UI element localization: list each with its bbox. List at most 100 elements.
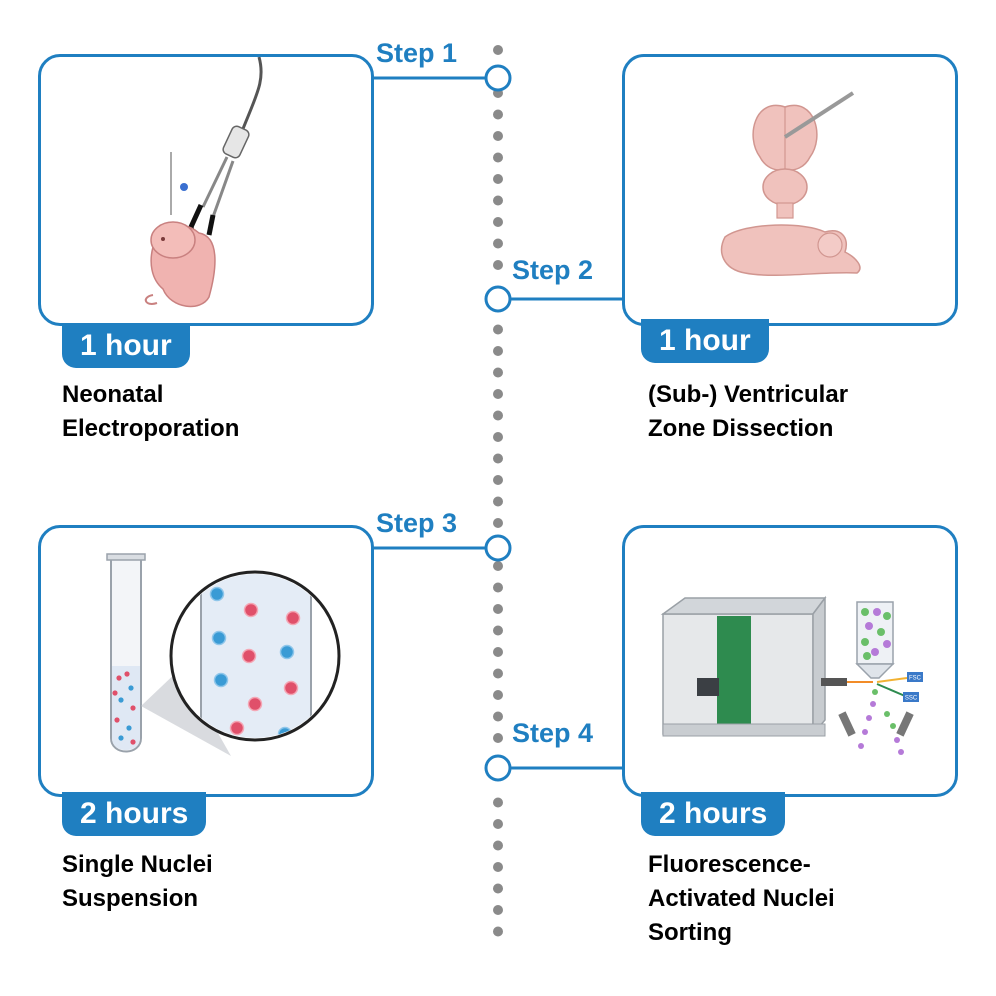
sample-nucleus	[865, 622, 873, 630]
magnified-nucleus	[247, 696, 263, 712]
droplet	[858, 743, 864, 749]
droplet	[870, 701, 876, 707]
cerebellum-sagittal	[817, 232, 843, 258]
sample-nucleus	[861, 608, 869, 616]
timeline-dot	[493, 561, 503, 571]
nucleus-dot	[130, 739, 136, 745]
droplet	[894, 737, 900, 743]
step-4-node	[484, 754, 512, 782]
step-4-caption-line-1: Fluorescence-	[648, 851, 811, 878]
sorter-top	[660, 597, 827, 615]
sample-nucleus	[871, 648, 879, 656]
knob-icon	[180, 183, 188, 191]
timeline-dot	[493, 195, 503, 206]
droplet	[890, 723, 896, 729]
suspension-illustration	[106, 553, 341, 756]
timeline-dot	[493, 324, 503, 335]
timeline-dot	[493, 582, 503, 593]
fsc-beam	[876, 677, 908, 683]
timeline-dot	[493, 367, 503, 378]
step-2-card	[622, 54, 958, 326]
timeline-dot	[493, 647, 503, 657]
droplet	[884, 711, 890, 717]
step-1-card	[38, 54, 374, 326]
step-1-caption-line-1: Neonatal	[62, 381, 164, 408]
facs-illustration: FSC SSC	[660, 595, 923, 755]
deflection-plate-left	[838, 711, 856, 737]
nucleus-dot	[112, 690, 118, 696]
step-1-duration-badge: 1 hour	[62, 324, 190, 368]
sorted-droplets	[858, 689, 904, 755]
nucleus-dot	[116, 675, 122, 681]
timeline-dot	[493, 238, 503, 249]
nozzle	[855, 663, 895, 679]
tube-liquid	[112, 666, 140, 750]
step-1-node	[484, 64, 512, 92]
magnified-nucleus	[213, 672, 229, 688]
electrode-handle	[222, 125, 250, 159]
sorter-side	[812, 595, 826, 737]
step-3-caption-line-1: Single Nuclei	[62, 851, 213, 878]
timeline-dot	[493, 174, 503, 184]
timeline-dot	[493, 109, 503, 120]
magnified-nucleus	[243, 602, 259, 618]
nucleus-dot	[114, 717, 120, 723]
sorter-window	[697, 678, 719, 696]
magnified-nucleus	[229, 720, 245, 736]
pup-tail	[144, 294, 158, 305]
timeline-dot	[493, 475, 503, 485]
timeline-dot	[493, 346, 503, 356]
timeline-dot	[493, 905, 503, 915]
droplet	[872, 689, 878, 695]
step-4-card: FSC SSC	[622, 525, 958, 797]
sample-nuclei	[861, 608, 891, 660]
magnified-nucleus	[279, 644, 295, 660]
timeline-dot	[493, 496, 503, 507]
magnified-nucleus	[211, 630, 227, 646]
step-3-card	[38, 525, 374, 797]
timeline-dot	[493, 389, 503, 399]
timeline-dot	[493, 432, 503, 442]
step-2-caption-line-2: Zone Dissection	[648, 415, 834, 442]
ssc-detector	[903, 692, 919, 702]
timeline-dot	[493, 518, 503, 528]
timeline-dot	[493, 131, 503, 141]
nucleus-dot	[118, 735, 124, 741]
step-4-duration-badge: 2 hours	[641, 792, 786, 836]
step-3-label: Step 3	[372, 508, 462, 539]
timeline-dot	[493, 797, 503, 808]
pup-eye	[161, 237, 165, 241]
timeline-dot	[493, 152, 503, 163]
timeline-dot	[493, 668, 503, 679]
laser-source	[821, 678, 847, 686]
timeline-dot	[493, 862, 503, 872]
sample-nucleus	[861, 638, 869, 646]
timeline-dot	[493, 410, 503, 421]
step-1-caption: Neonatal Electroporation	[62, 378, 239, 446]
timeline-dot	[493, 260, 503, 270]
magnified-nucleus	[285, 610, 301, 626]
magnified-nucleus	[209, 586, 225, 602]
sample-nucleus	[883, 640, 891, 648]
nucleus-dot	[126, 725, 132, 731]
timeline-dot	[493, 926, 503, 937]
electrode-arm-1	[201, 156, 229, 208]
electrode-paddle-right	[206, 214, 216, 236]
dissection-tool	[783, 91, 855, 139]
nucleus-dot	[128, 685, 134, 691]
zoom-cone	[141, 668, 231, 756]
timeline-dot	[493, 883, 503, 894]
step-2-node	[484, 285, 512, 313]
step-2-label: Step 2	[508, 255, 598, 286]
electrode-cable	[237, 56, 263, 140]
timeline-dot	[493, 217, 503, 227]
magnified-nucleus	[283, 680, 299, 696]
step-3-caption: Single Nuclei Suspension	[62, 848, 213, 916]
sample-nucleus	[877, 628, 885, 636]
timeline-dot	[493, 625, 503, 636]
step-4-label: Step 4	[508, 718, 598, 749]
magnified-nucleus	[241, 648, 257, 664]
electrode-arm-2	[211, 160, 235, 218]
step-3-duration-badge: 2 hours	[62, 792, 207, 836]
timeline-dots	[493, 45, 503, 937]
